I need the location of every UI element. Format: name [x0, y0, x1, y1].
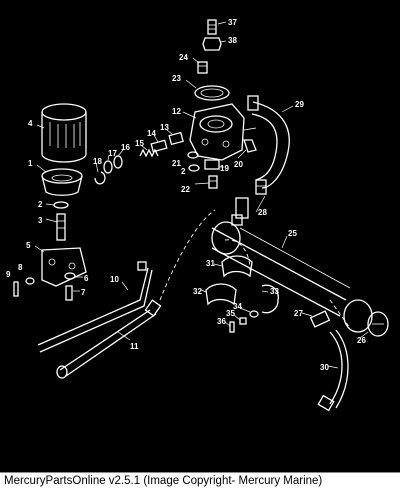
washer-8[interactable] — [25, 277, 35, 285]
adapter-1[interactable] — [41, 168, 83, 196]
callout-19[interactable]: 19 — [220, 164, 229, 173]
callout-4[interactable]: 4 — [28, 119, 33, 128]
plug-24[interactable] — [197, 61, 208, 74]
hose-10[interactable] — [37, 261, 153, 353]
callout-12[interactable]: 12 — [172, 107, 181, 116]
oil-filter-4[interactable] — [41, 103, 87, 163]
callout-26[interactable]: 26 — [357, 336, 366, 345]
valve-plug-13[interactable] — [168, 131, 184, 146]
screw-36[interactable] — [229, 321, 235, 333]
callout-17[interactable]: 17 — [108, 149, 117, 158]
elbow-20[interactable] — [243, 139, 257, 153]
callout-16[interactable]: 16 — [121, 143, 130, 152]
end-cap-26[interactable] — [367, 311, 389, 337]
valve-14[interactable] — [150, 139, 168, 153]
spring-15[interactable] — [139, 148, 159, 158]
fitting-28[interactable] — [255, 179, 267, 195]
clamp-33[interactable] — [261, 284, 279, 314]
callout-8[interactable]: 8 — [18, 263, 23, 272]
callout-2[interactable]: 2 — [38, 200, 43, 209]
callout-38[interactable]: 38 — [228, 36, 237, 45]
callout-3[interactable]: 3 — [38, 216, 43, 225]
exploded-parts-diagram: 37 38 24 23 12 29 13 14 15 16 17 18 21 2… — [6, 18, 389, 412]
callout-22[interactable]: 22 — [181, 185, 190, 194]
callout-14[interactable]: 14 — [147, 129, 156, 138]
washer-34[interactable] — [249, 310, 259, 318]
oil-cooler-25[interactable] — [211, 197, 373, 333]
callout-10[interactable]: 10 — [110, 275, 119, 284]
callout-29[interactable]: 29 — [295, 100, 304, 109]
hose-30[interactable] — [317, 329, 349, 412]
callout-31[interactable]: 31 — [206, 259, 215, 268]
callout-2b[interactable]: 2 — [181, 167, 186, 176]
callout-21[interactable]: 21 — [172, 159, 181, 168]
callout-18[interactable]: 18 — [93, 157, 102, 166]
gasket-23[interactable] — [194, 85, 230, 101]
bolt-7[interactable] — [65, 285, 73, 301]
fitting-22[interactable] — [208, 175, 218, 189]
callout-13[interactable]: 13 — [160, 123, 169, 132]
callout-1[interactable]: 1 — [28, 159, 33, 168]
callout-36[interactable]: 36 — [217, 317, 226, 326]
clamp-32[interactable] — [205, 283, 237, 306]
hose-11[interactable] — [56, 299, 162, 379]
callout-32[interactable]: 32 — [193, 287, 202, 296]
fitting-37[interactable] — [207, 19, 217, 35]
bolt-9[interactable] — [13, 281, 19, 297]
stud-3[interactable] — [56, 213, 66, 241]
callout-34[interactable]: 34 — [233, 302, 242, 311]
callout-35[interactable]: 35 — [226, 309, 235, 318]
o-ring-2[interactable] — [53, 201, 69, 209]
bracket-5[interactable] — [41, 247, 87, 287]
callout-6[interactable]: 6 — [84, 274, 89, 283]
callout-7[interactable]: 7 — [81, 288, 86, 297]
callout-27[interactable]: 27 — [294, 309, 303, 318]
retainer-18[interactable] — [94, 171, 106, 185]
copyright-caption: MercuryPartsOnline v2.5.1 (Image Copyrig… — [4, 475, 323, 487]
washer-21[interactable] — [187, 151, 199, 159]
filter-adapter-12[interactable] — [189, 103, 257, 161]
callout-25[interactable]: 25 — [288, 229, 297, 238]
callout-28[interactable]: 28 — [258, 208, 267, 217]
callout-30[interactable]: 30 — [320, 363, 329, 372]
copyright-footer: MercuryPartsOnline v2.5.1 (Image Copyrig… — [0, 472, 400, 492]
callout-33[interactable]: 33 — [270, 287, 279, 296]
callout-20[interactable]: 20 — [234, 160, 243, 169]
washer-6[interactable] — [64, 272, 76, 280]
gasket-19[interactable] — [204, 159, 220, 170]
callout-9[interactable]: 9 — [6, 270, 11, 279]
callout-5[interactable]: 5 — [26, 241, 31, 250]
callout-37[interactable]: 37 — [228, 18, 237, 27]
clamp-31[interactable] — [221, 255, 253, 278]
o-ring-2b[interactable] — [188, 164, 200, 172]
callout-15[interactable]: 15 — [135, 139, 144, 148]
callout-24[interactable]: 24 — [179, 53, 188, 62]
fitting-38[interactable] — [202, 37, 222, 51]
washer-17[interactable] — [103, 160, 113, 174]
callout-23[interactable]: 23 — [172, 74, 181, 83]
fitting-27[interactable] — [309, 310, 331, 328]
callout-11[interactable]: 11 — [130, 342, 139, 351]
hose-29[interactable] — [247, 95, 290, 189]
nut-35[interactable] — [239, 317, 247, 325]
